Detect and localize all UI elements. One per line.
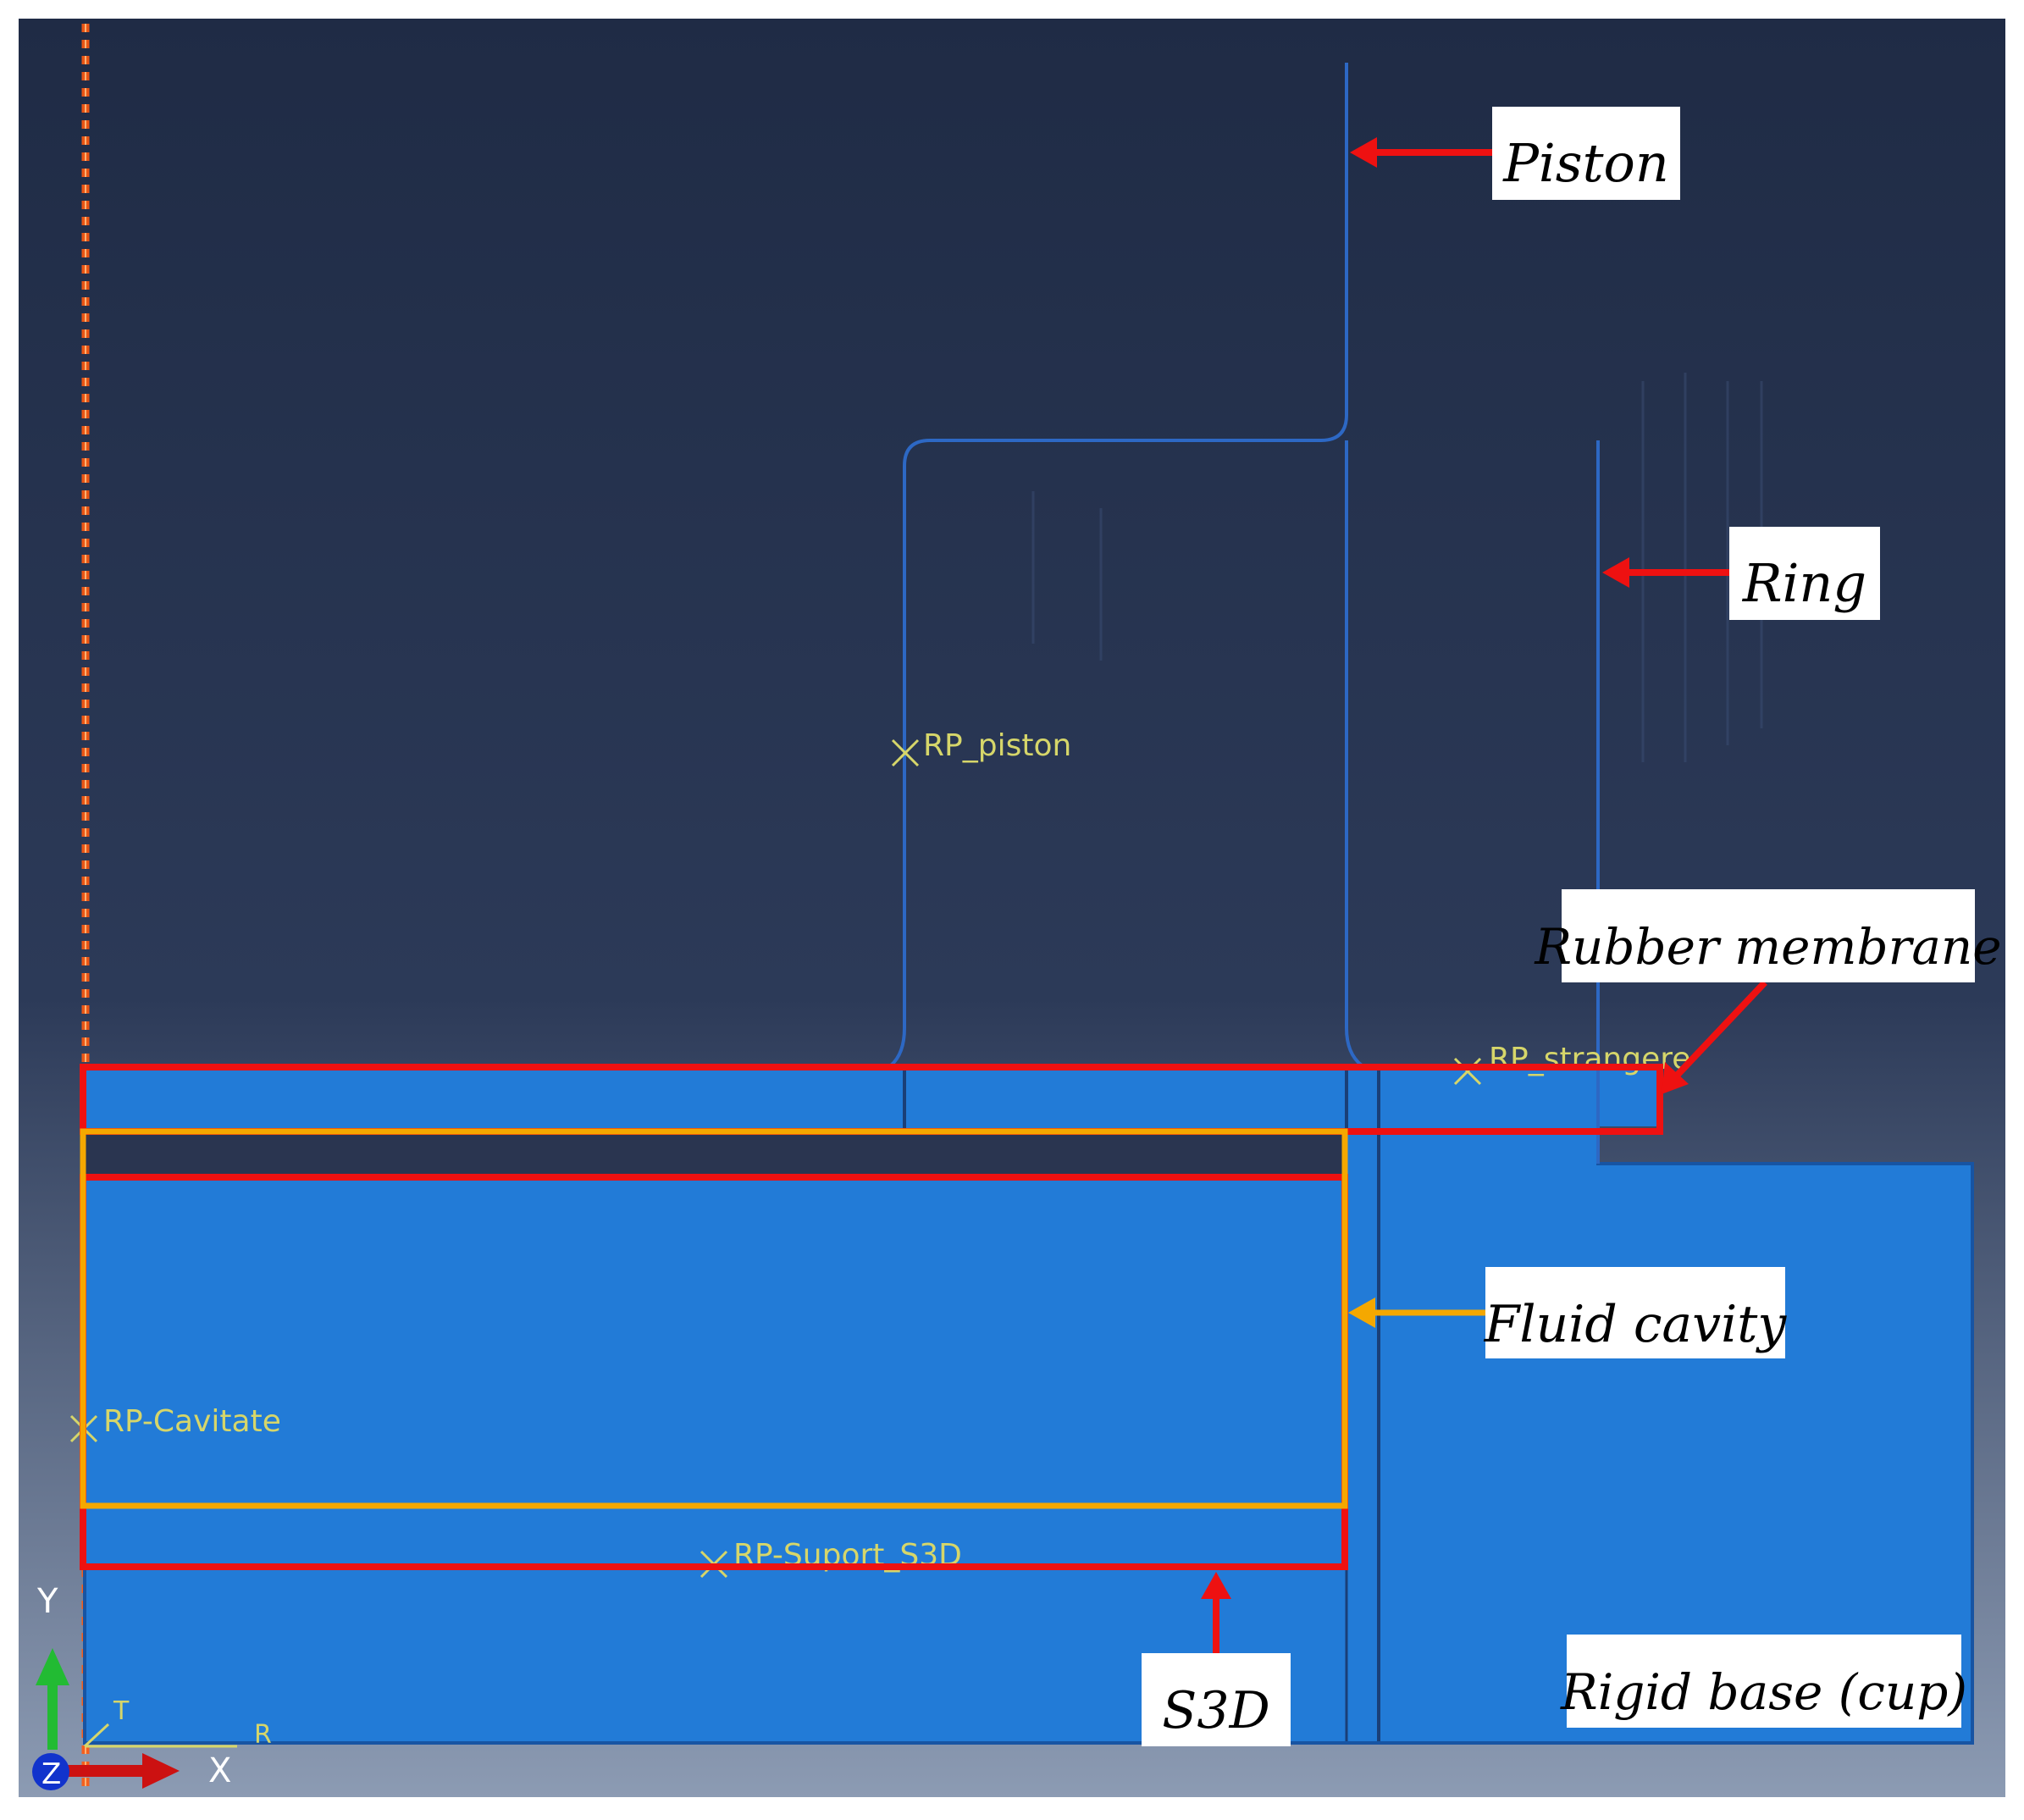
callout-s3d: S3D: [1142, 1653, 1291, 1746]
callout-arrows: [1201, 137, 1767, 1653]
model-parts: [83, 1064, 1974, 1745]
ghost-lines: [1031, 373, 1763, 762]
ref-point-suport-s3d[interactable]: RP-Suport_S3D: [700, 1538, 962, 1579]
fluid-cavity-highlight: [80, 1128, 1348, 1509]
callout-rubber-membrane-text: Rubber membrane: [1534, 918, 2001, 976]
ref-point-cavitate-label: RP-Cavitate: [103, 1404, 281, 1439]
callout-fluid-cavity: Fluid cavity: [1484, 1267, 1788, 1358]
triad-y-label: Y: [36, 1582, 58, 1621]
callout-fluid-cavity-text: Fluid cavity: [1484, 1295, 1788, 1354]
triad-z-marker: [32, 1753, 69, 1790]
ref-point-cavitate[interactable]: RP-Cavitate: [69, 1404, 281, 1443]
callout-s3d-text: S3D: [1162, 1681, 1269, 1740]
triad-r-label: R: [254, 1720, 272, 1750]
ref-point-piston-label: RP_piston: [923, 728, 1071, 763]
ref-point-piston[interactable]: RP_piston: [891, 728, 1071, 767]
callout-ring: Ring: [1729, 527, 1880, 620]
callout-rigid-base: Rigid base (cup): [1560, 1635, 1967, 1728]
callout-rigid-base-text: Rigid base (cup): [1560, 1663, 1967, 1721]
callout-piston-text: Piston: [1502, 132, 1669, 194]
triad-x-label: X: [208, 1751, 231, 1790]
piston-wire[interactable]: [889, 63, 1348, 1067]
callout-piston: Piston: [1492, 107, 1680, 200]
triad-z-label: Z: [41, 1757, 61, 1791]
piston-wire-inner[interactable]: [1345, 440, 1363, 1067]
triad-t-label: T: [113, 1696, 130, 1726]
coordinate-triad: Y X Z T R: [32, 1582, 272, 1791]
callout-rubber-membrane: Rubber membrane: [1534, 889, 2002, 982]
rubber-membrane-part[interactable]: [85, 1069, 1662, 1126]
callout-ring-text: Ring: [1742, 552, 1866, 614]
fluid-gap-band: [85, 1131, 1345, 1177]
